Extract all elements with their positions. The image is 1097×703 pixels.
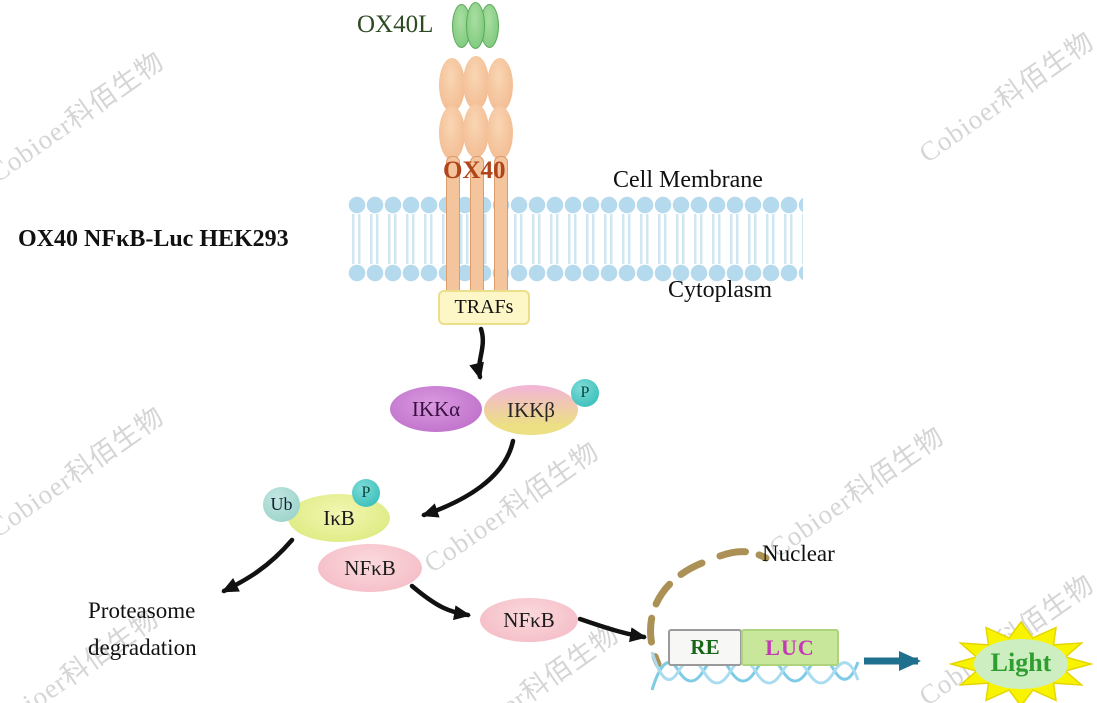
phospho-badge-ikb: P (352, 479, 380, 507)
nfkb-oval: NFκB (318, 544, 422, 592)
re-box: RE (668, 629, 742, 666)
watermark: Cobioer科佰生物 (418, 435, 605, 579)
cell-line-label: OX40 NFκB-Luc HEK293 (18, 226, 289, 252)
receptor-subunit (463, 104, 489, 158)
ubiquitin-badge: Ub (263, 487, 300, 522)
proteasome-label-line1: Proteasome (88, 598, 196, 623)
ox40l-label: OX40L (357, 11, 434, 38)
watermark: Cobioer科佰生物 (913, 25, 1097, 169)
watermark: Cobioer科佰生物 (0, 400, 170, 544)
arrow-nfkb-release (409, 583, 471, 621)
receptor-subunit (439, 58, 465, 112)
arrow-nfkb-to-nucleus (577, 616, 647, 643)
ikk-alpha-oval: IKKα (390, 386, 482, 432)
watermark: Cobioer科佰生物 (0, 45, 170, 189)
light-label: Light (990, 648, 1052, 677)
receptor-subunit (487, 58, 513, 112)
phospho-badge-ikk: P (571, 379, 599, 407)
nfkb-free-oval: NFκB (480, 598, 578, 642)
nuclear-label: Nuclear (762, 541, 835, 566)
ikk-beta-oval: IKKβ (484, 385, 578, 435)
membrane-tails (348, 214, 803, 264)
luc-box: LUC (741, 629, 839, 666)
cell-membrane-label: Cell Membrane (613, 167, 763, 193)
arrow-to-proteasome (221, 537, 295, 594)
membrane-heads-top (348, 196, 803, 214)
proteasome-label-line2: degradation (88, 635, 197, 660)
nuclear-envelope-arc-top (716, 548, 770, 562)
ligand-subunit (466, 2, 485, 49)
light-starburst (948, 620, 1094, 703)
ox40l-ligand (452, 2, 514, 49)
receptor-subunit (487, 106, 513, 160)
arrow-ikk-to-ikb (421, 438, 516, 518)
cell-membrane-bilayer (348, 196, 803, 282)
arrow-trafs-to-ikk (469, 326, 486, 380)
light-halo (974, 639, 1068, 689)
receptor-subunit (463, 56, 489, 110)
membrane-heads-bottom (348, 264, 803, 282)
ox40-label: OX40 (443, 157, 506, 184)
cytoplasm-label: Cytoplasm (668, 277, 773, 303)
receptor-subunit (439, 106, 465, 160)
proteasome-label: Proteasome degradation (88, 592, 268, 666)
trafs-box: TRAFs (438, 290, 530, 325)
